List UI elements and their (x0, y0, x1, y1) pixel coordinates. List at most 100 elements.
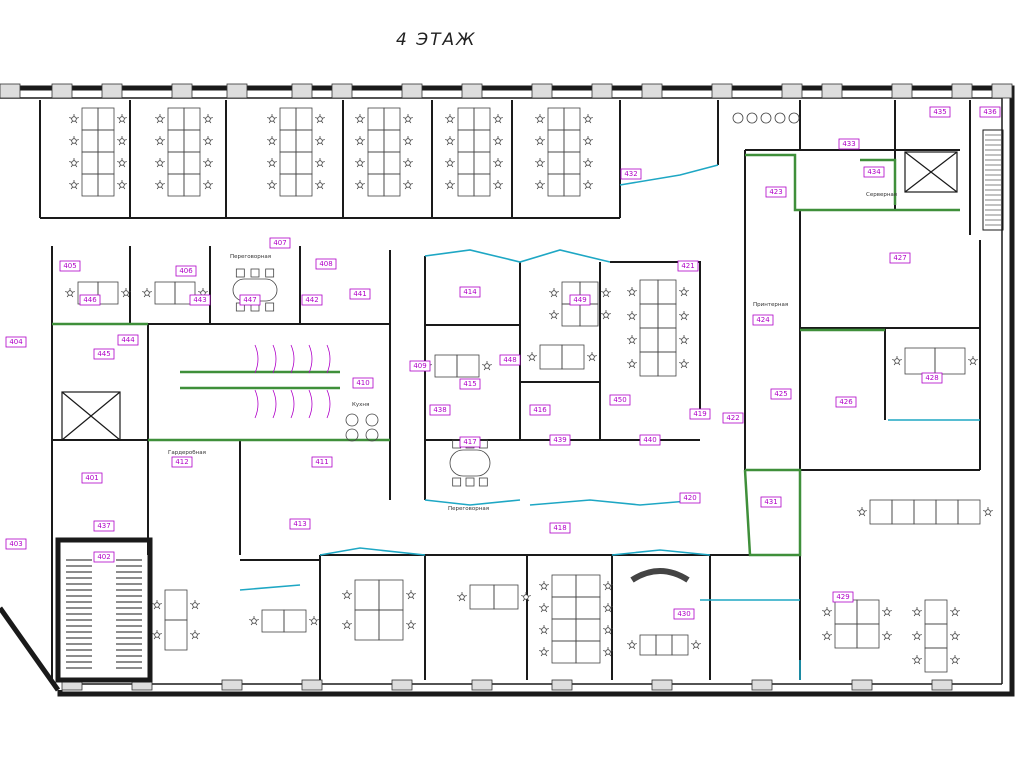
room-number-tag: 422 (722, 412, 744, 424)
window-pier (171, 83, 193, 99)
room-number-tag: 402 (93, 551, 115, 563)
meeting-room-label-2: Переговорная (448, 506, 489, 512)
window-pier (401, 83, 423, 99)
room-number-tag: 407 (269, 237, 291, 249)
room-number: 445 (97, 350, 110, 358)
room-number-tag: 427 (889, 252, 911, 264)
room-number: 418 (553, 524, 566, 532)
room-number-tag: 440 (639, 434, 661, 446)
room-number: 408 (319, 260, 332, 268)
window-pier (821, 83, 843, 99)
room-number-tag: 403 (5, 538, 27, 550)
room-number: 436 (983, 108, 997, 116)
window-pier (226, 83, 248, 99)
kitchen-label: Кухня (352, 402, 369, 408)
window-pier (531, 83, 553, 99)
room-number-tag: 420 (679, 492, 701, 504)
room-number: 431 (764, 498, 777, 506)
room-number: 444 (121, 336, 135, 344)
desk-cluster (627, 634, 701, 656)
room-number-tag: 434 (863, 166, 885, 178)
window-pier (651, 679, 673, 691)
desk-cluster (857, 499, 993, 525)
green-partitions (52, 153, 960, 557)
room-number-tag: 448 (499, 354, 521, 366)
window-pier (951, 83, 973, 99)
room-number: 404 (9, 338, 23, 346)
room-number-tag: 443 (189, 294, 211, 306)
desk-cluster (527, 344, 597, 370)
room-number-tag: 421 (677, 260, 699, 272)
room-number: 432 (624, 170, 637, 178)
room-number: 448 (503, 356, 516, 364)
window-pier (391, 679, 413, 691)
room-number: 406 (179, 267, 193, 275)
room-number-tag: 413 (289, 518, 311, 530)
window-pier (751, 679, 773, 691)
window-pier (221, 679, 243, 691)
floor-title: 4 ЭТАЖ (396, 30, 477, 50)
window-pier (331, 83, 353, 99)
room-number: 425 (774, 390, 787, 398)
desk-cluster (627, 279, 689, 377)
window-pier (471, 679, 493, 691)
window-pier (101, 83, 123, 99)
furniture-layer (65, 107, 993, 673)
window-pier (291, 83, 313, 99)
window-pier (591, 83, 613, 99)
room-number-tag: 425 (770, 388, 792, 400)
room-number-tag: 449 (569, 294, 591, 306)
desk-cluster (267, 107, 325, 197)
room-number: 402 (97, 553, 110, 561)
fixtures (254, 112, 800, 583)
room-number: 443 (193, 296, 206, 304)
room-number: 450 (613, 396, 626, 404)
desk-cluster (69, 107, 127, 197)
room-number-tag: 406 (175, 265, 197, 277)
room-number-tag: 411 (311, 456, 333, 468)
interior-walls (39, 100, 981, 680)
window-pier (711, 83, 733, 99)
desk-cluster (445, 107, 503, 197)
desk-cluster (912, 599, 960, 673)
room-number: 446 (83, 296, 97, 304)
room-number-tag: 426 (835, 396, 857, 408)
desk-cluster (155, 107, 213, 197)
room-number: 423 (769, 188, 782, 196)
room-number: 427 (893, 254, 906, 262)
room-number-tag: 447 (239, 294, 261, 306)
room-tags-layer: 4014024034044054064074084094104114124134… (5, 106, 1001, 620)
desk-cluster (539, 574, 613, 664)
room-number-tag: 415 (459, 378, 481, 390)
room-number: 416 (533, 406, 547, 414)
room-number: 437 (97, 522, 110, 530)
room-number-tag: 432 (620, 168, 642, 180)
room-number-tag: 412 (171, 456, 193, 468)
room-number: 407 (273, 239, 286, 247)
room-number-tag: 437 (93, 520, 115, 532)
meeting-room-label-1: Переговорная (230, 254, 271, 260)
window-pier (851, 679, 873, 691)
room-number-tag: 424 (752, 314, 774, 326)
room-number: 433 (842, 140, 855, 148)
printer-room-label: Принтерная (753, 302, 788, 308)
room-number: 405 (63, 262, 76, 270)
room-number-tag: 431 (760, 496, 782, 508)
window-piers (0, 83, 1013, 691)
window-pier (0, 83, 21, 99)
room-number-tag: 436 (979, 106, 1001, 118)
room-number: 429 (836, 593, 849, 601)
room-number-tag: 419 (689, 408, 711, 420)
window-pier (781, 83, 803, 99)
room-number-tag: 442 (301, 294, 323, 306)
room-number-tag: 410 (352, 377, 374, 389)
room-number-tag: 446 (79, 294, 101, 306)
room-number: 413 (293, 520, 306, 528)
window-pier (461, 83, 483, 99)
desk-cluster (142, 281, 208, 305)
desk-cluster (152, 589, 200, 651)
room-number-tag: 417 (459, 436, 481, 448)
room-number: 430 (677, 610, 690, 618)
room-number-tag: 429 (832, 591, 854, 603)
